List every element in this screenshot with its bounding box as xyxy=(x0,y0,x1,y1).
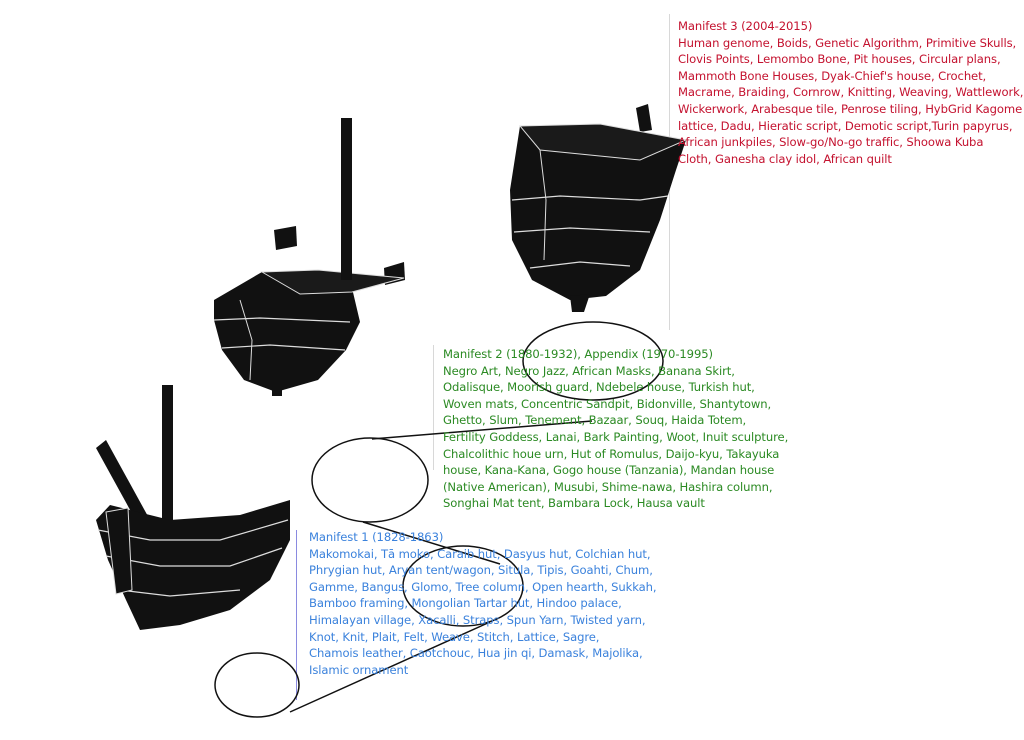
manifest-line: Wickerwork, Arabesque tile, Penrose tili… xyxy=(678,101,1023,116)
manifest-title: Manifest 1 (1828-1863) xyxy=(309,530,444,544)
connector-line xyxy=(289,621,491,713)
manifest-line: Knot, Knit, Plait, Felt, Weave, Stitch, … xyxy=(309,629,600,644)
manifest-line: (Native American), Musubi, Shime-nawa, H… xyxy=(443,479,773,494)
manifest-title: Manifest 2 (1880-1932), Appendix (1970-1… xyxy=(443,347,713,361)
manifest-line: Ghetto, Slum, Tenement, Bazaar, Souq, Ha… xyxy=(443,413,747,428)
connector-line xyxy=(371,420,593,440)
manifest-line: Negro Art, Negro Jazz, African Masks, Ba… xyxy=(443,363,735,378)
manifest-line: Macrame, Braiding, Cornrow, Knitting, We… xyxy=(678,85,1024,100)
manifest-line: Mammoth Bone Houses, Dyak-Chief's house,… xyxy=(678,68,987,83)
boat-large-icon xyxy=(213,118,405,396)
manifest-line: house, Kana-Kana, Gogo house (Tanzania),… xyxy=(443,463,775,478)
manifest-line: Makomokai, Tā moko, Caraib hut, Dasyus h… xyxy=(309,546,651,561)
manifest-line: Woven mats, Concentric Sandpit, Bidonvil… xyxy=(443,396,772,411)
manifest-line: Gamme, Bangus, Glomo, Tree column, Open … xyxy=(309,579,657,594)
manifest-line: Phrygian hut, Aryan tent/wagon, Situla, … xyxy=(309,563,653,578)
manifest-2-text: Manifest 2 (1880-1932), Appendix (1970-1… xyxy=(443,346,788,512)
manifest-line: Bamboo framing, Mongolian Tartar hut, Hi… xyxy=(309,596,622,611)
highlight-ellipse-left-2 xyxy=(311,437,429,523)
manifest-line: Cloth, Ganesha clay idol, African quilt xyxy=(678,151,892,166)
manifest-line: Islamic ornament xyxy=(309,662,409,677)
manifest-line: Songhai Mat tent, Bambara Lock, Hausa va… xyxy=(443,496,705,511)
manifest-line: African junkpiles, Slow-go/No-go traffic… xyxy=(678,135,984,150)
boat-sailing-icon xyxy=(96,385,290,630)
manifest-line: Fertility Goddess, Lanai, Bark Painting,… xyxy=(443,429,789,444)
highlight-ellipse-manifest-2 xyxy=(522,321,664,401)
highlight-ellipse-left-1 xyxy=(214,652,300,718)
connector-line xyxy=(362,521,501,565)
manifest-line: Human genome, Boids, Genetic Algorithm, … xyxy=(678,35,1017,50)
manifest-line: lattice, Dadu, Hieratic script, Demotic … xyxy=(678,118,1013,133)
manifest-line: Himalayan village, Xacalli, Straps, Spun… xyxy=(309,612,646,627)
boat-small-icon xyxy=(510,104,688,312)
manifest-line: Chalcolithic houe urn, Hut of Romulus, D… xyxy=(443,446,780,461)
manifest-line: Chamois leather, Caotchouc, Hua jin qi, … xyxy=(309,646,643,661)
manifest-line: Clovis Points, Lemombo Bone, Pit houses,… xyxy=(678,52,1001,67)
manifest-1-text: Manifest 1 (1828-1863) Makomokai, Tā mok… xyxy=(309,529,657,678)
manifest-title: Manifest 3 (2004-2015) xyxy=(678,19,813,33)
manifest-line: Odalisque, Moorish guard, Ndebele house,… xyxy=(443,380,755,395)
manifest-3-text: Manifest 3 (2004-2015) Human genome, Boi… xyxy=(678,18,1023,167)
highlight-ellipse-manifest-1 xyxy=(402,545,524,627)
